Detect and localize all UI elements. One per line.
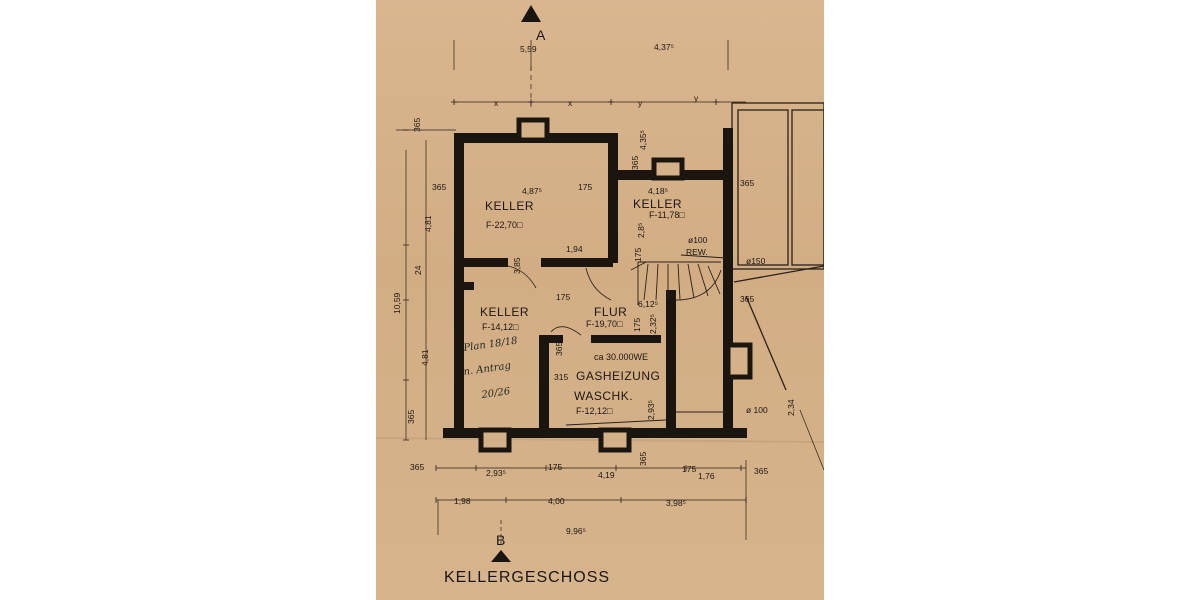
room-name-gasheizung: GASHEIZUNG bbox=[576, 369, 660, 383]
dim-label: 3,98⁵ bbox=[666, 498, 686, 508]
section-marker-top: A bbox=[521, 5, 546, 43]
dim-label: 9,96⁵ bbox=[566, 526, 586, 536]
dim-label: 175 bbox=[682, 464, 696, 474]
section-arrow-icon bbox=[491, 550, 511, 562]
dim-label: 3,85 bbox=[512, 257, 522, 274]
dim-label: 365 bbox=[740, 294, 754, 304]
dim-label: 24 bbox=[413, 265, 423, 275]
dim-label: 175 bbox=[632, 318, 642, 332]
dim-label: 175 bbox=[556, 292, 570, 302]
door-swings bbox=[507, 261, 647, 336]
room-name-keller-3: KELLER bbox=[480, 305, 529, 319]
section-arrow-icon bbox=[521, 5, 541, 22]
dim-label: x bbox=[568, 98, 573, 108]
dim-label: 175 bbox=[578, 182, 592, 192]
room-area-keller-3: F-14,12□ bbox=[482, 322, 519, 332]
dim-label: 2,8⁵ bbox=[636, 223, 646, 238]
dim-label: 365 bbox=[410, 462, 424, 472]
floor-plan-sheet: A B KELLER F-22,70□ KELLER F-11,78□ KELL… bbox=[376, 0, 824, 600]
dim-label: 365 bbox=[554, 342, 564, 356]
section-label-a: A bbox=[536, 27, 546, 43]
dim-label: 365 bbox=[412, 118, 422, 132]
room-name-keller-2: KELLER bbox=[633, 197, 682, 211]
heating-capacity-note: ca 30.000WE bbox=[594, 352, 648, 362]
dim-label: 4,81 bbox=[423, 215, 433, 232]
room-area-keller-2: F-11,78□ bbox=[649, 210, 685, 220]
dim-label: 4,19 bbox=[598, 470, 615, 480]
pipe-label-rew: REW. bbox=[686, 247, 708, 257]
wall-openings bbox=[478, 117, 753, 453]
dim-label: 365 bbox=[638, 452, 648, 466]
dim-label: 1,94 bbox=[566, 244, 583, 254]
room-name-keller-1: KELLER bbox=[485, 199, 534, 213]
room-area-flur: F-19,70□ bbox=[586, 319, 623, 329]
dim-label: 365 bbox=[630, 156, 640, 170]
floor-plan: A B KELLER F-22,70□ KELLER F-11,78□ KELL… bbox=[376, 5, 824, 586]
dim-label: 2,93⁵ bbox=[486, 468, 506, 478]
pipes bbox=[565, 254, 727, 426]
dim-label: 4,87⁵ bbox=[522, 186, 542, 196]
dim-label: 1,76 bbox=[698, 471, 715, 481]
dim-label: 4,18⁵ bbox=[648, 186, 668, 196]
dim-label: 2,32⁵ bbox=[648, 314, 658, 334]
dim-label: 175 bbox=[633, 248, 643, 262]
dim-label: y bbox=[694, 93, 699, 103]
dimension-ticks bbox=[403, 99, 747, 503]
dim-label: 315 bbox=[554, 372, 568, 382]
dim-label: 6,12⁵ bbox=[638, 299, 658, 309]
dim-label: 365 bbox=[740, 178, 754, 188]
dim-label: 365 bbox=[432, 182, 446, 192]
dim-label: 2,34 bbox=[786, 399, 796, 416]
room-name-flur: FLUR bbox=[594, 305, 627, 319]
dim-label: 1,98 bbox=[454, 496, 471, 506]
dim-label: 10,59 bbox=[392, 292, 402, 314]
dim-label: 4,00 bbox=[548, 496, 565, 506]
pipe-label-100: ø100 bbox=[688, 235, 708, 245]
drawing-title: KELLERGESCHOSS bbox=[444, 569, 610, 586]
dim-label: 4,37⁵ bbox=[654, 42, 674, 52]
dim-label: 365 bbox=[754, 466, 768, 476]
pipe-label-150: ø150 bbox=[746, 256, 766, 266]
dim-label: 4,35⁵ bbox=[638, 130, 648, 150]
dim-label: y bbox=[638, 98, 643, 108]
dim-label: 175 bbox=[548, 462, 562, 472]
room-name-waschkueche: WASCHK. bbox=[574, 389, 633, 403]
handwritten-note-line1: Plan 18/18 bbox=[462, 336, 518, 355]
pipe-label-100b: ø 100 bbox=[746, 405, 768, 415]
dim-label: 365 bbox=[406, 410, 416, 424]
room-area-gasheizung: F-12,12□ bbox=[576, 406, 613, 416]
handwritten-note-line3: 20/26 bbox=[480, 386, 512, 401]
dim-label: 4,81 bbox=[420, 349, 430, 366]
staircase bbox=[637, 261, 722, 305]
dim-label: 5,59 bbox=[520, 44, 537, 54]
handwritten-note-line2: n. Antrag bbox=[463, 360, 512, 378]
room-area-keller-1: F-22,70□ bbox=[486, 220, 523, 230]
section-marker-bottom: B bbox=[491, 532, 511, 562]
dim-label: 2,93⁵ bbox=[646, 400, 656, 420]
section-label-b: B bbox=[496, 532, 505, 548]
dim-label: x bbox=[494, 98, 499, 108]
